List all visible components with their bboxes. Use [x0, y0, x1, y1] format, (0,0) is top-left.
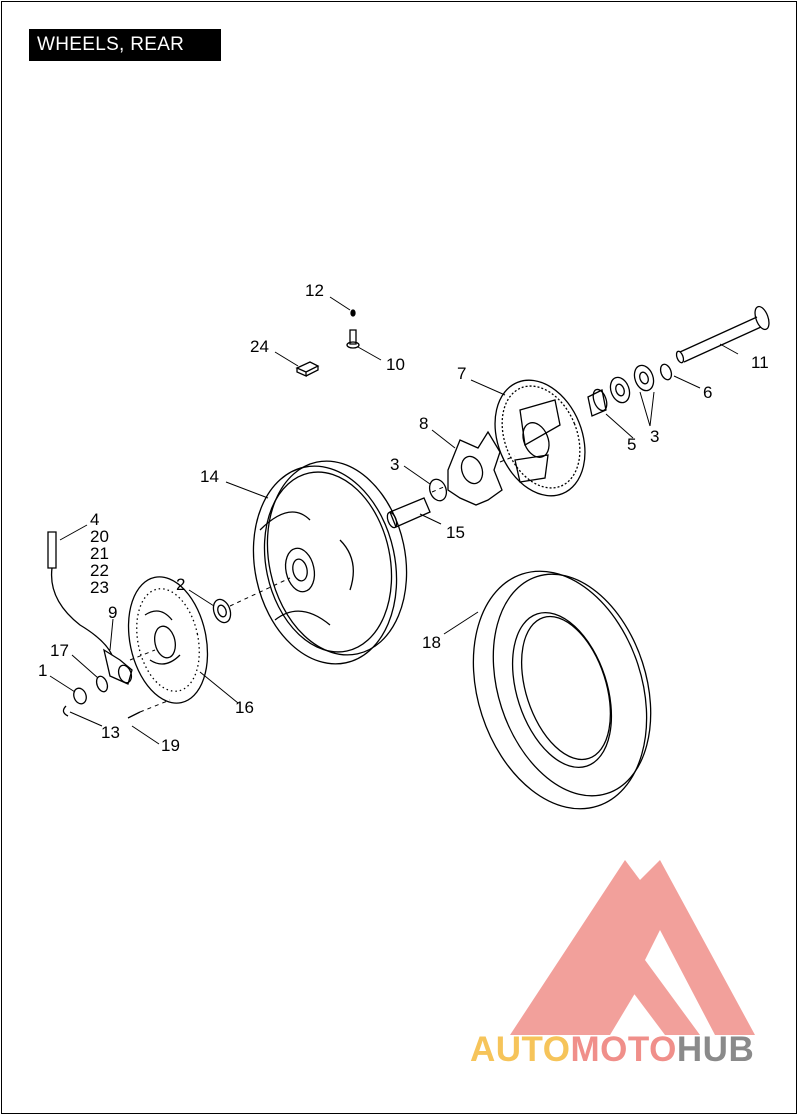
callout-18: 18 — [422, 633, 441, 652]
rear-sprocket — [494, 379, 586, 497]
callout-24: 24 — [250, 337, 269, 356]
watermark-text: AUTOMOTOHUB — [470, 1030, 754, 1070]
callout-3-upper: 3 — [650, 427, 659, 446]
callout-6: 6 — [703, 383, 712, 402]
watermark-moto: MOTO — [570, 1030, 677, 1069]
bearing-spacer — [587, 388, 608, 417]
callout-8: 8 — [419, 414, 428, 433]
callout-19: 19 — [161, 736, 180, 755]
callout-leaders — [49, 296, 739, 745]
callout-7: 7 — [457, 364, 466, 383]
callout-labels: 1 2 3 3 4 20 21 22 23 5 6 7 8 9 10 11 12… — [38, 281, 769, 755]
callout-5: 5 — [627, 435, 636, 454]
callout-1: 1 — [38, 661, 47, 680]
rear-axle — [675, 305, 770, 364]
callout-10: 10 — [386, 355, 405, 374]
disc-screw — [127, 711, 141, 719]
valve-cap — [350, 309, 356, 317]
balance-weight — [295, 361, 320, 378]
retaining-clip — [62, 705, 69, 717]
callout-11: 11 — [751, 353, 769, 372]
watermark-auto: AUTO — [470, 1030, 571, 1069]
callout-4: 4 — [90, 510, 99, 529]
valve-stem — [346, 329, 360, 349]
wheel-spacer — [212, 598, 232, 624]
sensor-bracket — [103, 648, 133, 685]
axle-washer — [659, 363, 673, 381]
callout-23: 23 — [90, 578, 109, 597]
axle-sleeve — [386, 497, 431, 529]
assembly-centerlines — [129, 455, 516, 713]
rear-wheel — [252, 460, 408, 665]
callout-13: 13 — [101, 723, 120, 742]
callout-14: 14 — [200, 467, 219, 486]
callout-3-lower: 3 — [390, 455, 399, 474]
callout-20: 20 — [90, 527, 109, 546]
axle-nut — [73, 687, 87, 705]
watermark-hub: HUB — [676, 1030, 755, 1069]
rear-tire — [472, 570, 652, 810]
callout-2: 2 — [176, 575, 185, 594]
axle-washer-left — [95, 675, 109, 693]
callout-16: 16 — [235, 698, 254, 717]
brake-disc — [127, 576, 209, 704]
wheel-bearings-right — [609, 364, 655, 404]
watermark-logo — [510, 860, 755, 1035]
callout-9: 9 — [108, 603, 117, 622]
callout-21: 21 — [90, 544, 109, 563]
callout-15: 15 — [446, 523, 465, 542]
callout-12: 12 — [305, 281, 324, 300]
callout-17: 17 — [50, 641, 69, 660]
callout-22: 22 — [90, 561, 109, 580]
wheel-bearing-left — [428, 478, 448, 502]
sprocket-isolator — [447, 430, 503, 506]
wheel-speed-sensor — [47, 531, 113, 656]
page-title: WHEELS, REAR — [29, 29, 221, 61]
